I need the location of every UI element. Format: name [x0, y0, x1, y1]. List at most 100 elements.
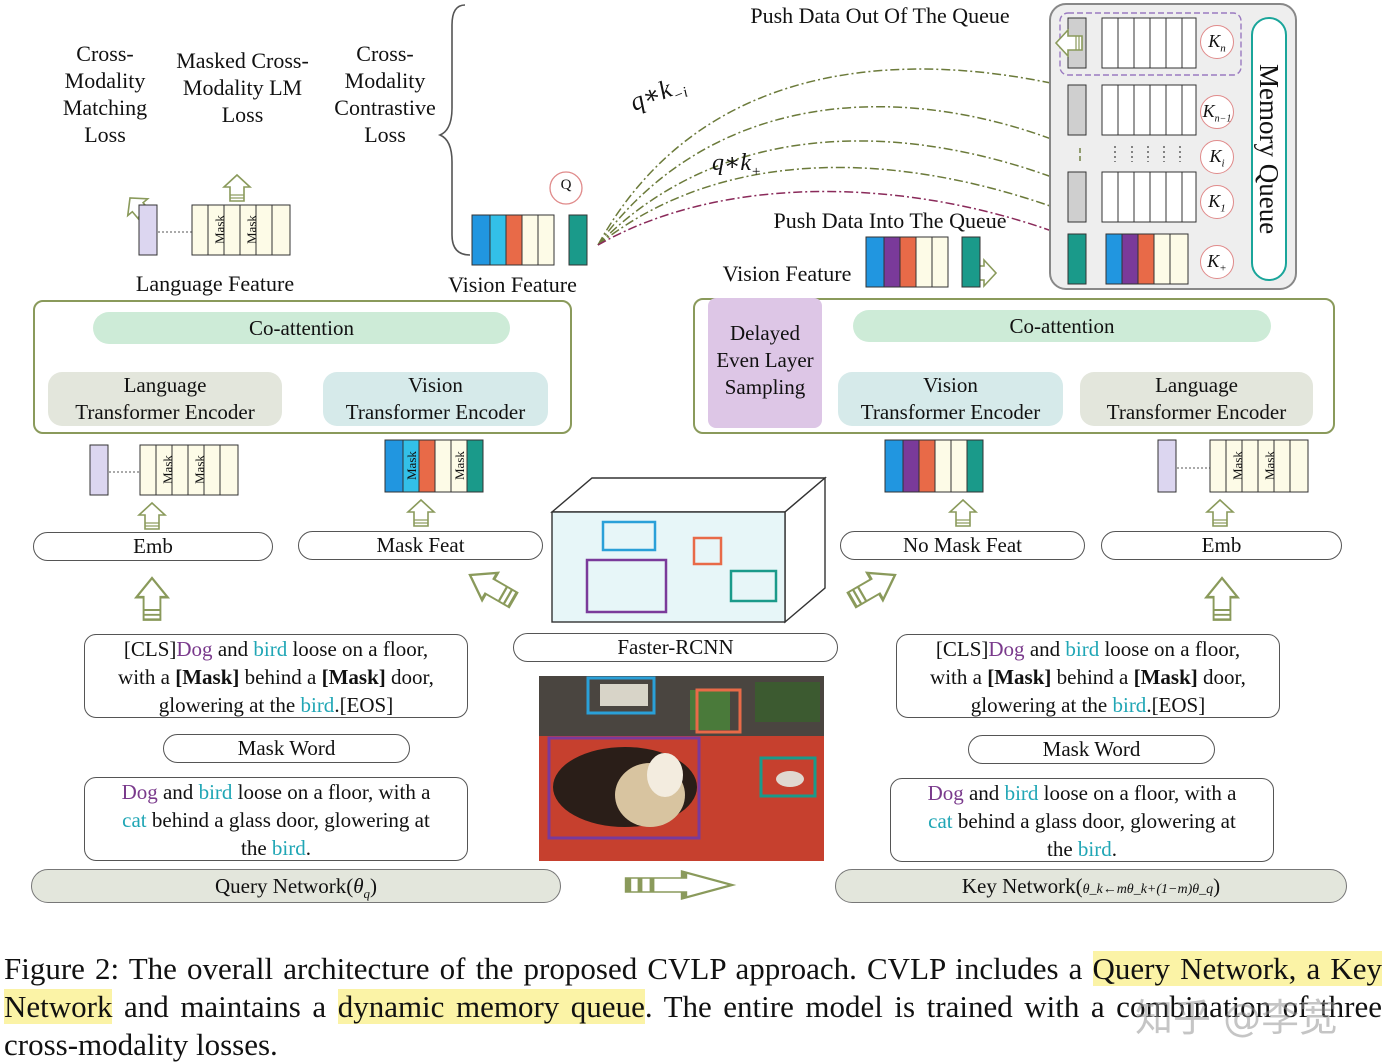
delayed-line: Sampling	[724, 375, 806, 399]
mlm-loss-line: Loss	[221, 102, 264, 127]
figure-caption: Figure 2: The overall architecture of th…	[4, 950, 1382, 1064]
sentence-line: with a [Mask] behind a [Mask] door,	[85, 663, 467, 691]
network-label: Key Network(	[961, 874, 1083, 898]
momentum-formula: θ_k←mθ_k+(1−m)θ_q	[1082, 882, 1214, 897]
vision-encoder-key: Vision Transformer Encoder	[838, 372, 1063, 426]
key-sentence: Dog and bird loose on a floor, with a ca…	[890, 778, 1274, 862]
contrastive-loss-line: Modality	[344, 68, 426, 93]
bird-word: bird	[1065, 637, 1100, 661]
key-masked-sentence: [CLS]Dog and bird loose on a floor, with…	[896, 634, 1280, 718]
vision-encoder-line: Transformer Encoder	[860, 400, 1041, 424]
vision-encoder-line: Vision	[923, 373, 978, 397]
dog-word: Dog	[927, 781, 964, 805]
queue-row-kn	[1067, 17, 1197, 69]
text-span: glowering at the	[158, 693, 301, 717]
bird-word: bird	[1112, 693, 1147, 717]
k-1-label: K1	[1200, 185, 1234, 219]
k-i-label: Ki	[1200, 140, 1234, 174]
mask-word-query: Mask Word	[163, 734, 410, 763]
delayed-sampling: Delayed Even Layer Sampling	[708, 298, 822, 428]
key-lang-tokens	[1157, 439, 1309, 493]
query-vision-tokens	[384, 439, 484, 493]
theta-symbol: θ	[353, 874, 364, 898]
query-network: Query Network(θq)	[31, 869, 561, 903]
text-span: loose on a floor, with a	[1038, 781, 1237, 805]
text-span: the	[1047, 837, 1078, 861]
co-attention-key: Co-attention	[853, 310, 1271, 342]
mask-token: Mask	[160, 455, 175, 485]
vision-encoder-query: Vision Transformer Encoder	[323, 372, 548, 426]
dog-word: Dog	[176, 637, 213, 661]
lang-encoder-line: Language	[1155, 373, 1238, 397]
queue-row-kplus	[1067, 233, 1189, 285]
caption-text: . The entire model is trained with a com…	[4, 989, 1382, 1062]
push-out-label: Push Data Out Of The Queue	[750, 3, 1010, 28]
mask-word: [Mask]	[987, 665, 1052, 689]
text-span: loose on a floor,	[1099, 637, 1241, 661]
query-masked-sentence: [CLS]Dog and bird loose on a floor, with…	[84, 634, 468, 718]
key-vision-tokens	[884, 439, 984, 493]
queue-row-k1	[1067, 171, 1197, 223]
emb-query: Emb	[33, 532, 273, 561]
faster-rcnn-label: Faster-RCNN	[513, 633, 838, 662]
memory-queue-title: Memory Queue	[1254, 64, 1284, 235]
delayed-line: Delayed	[730, 321, 800, 345]
vision-feature-label: Vision Feature	[448, 272, 577, 297]
text-span: door,	[385, 665, 434, 689]
text-span: with a	[118, 665, 176, 689]
nomaskfeat-up-arrow	[949, 499, 977, 527]
text-span: .[EOS]	[1146, 693, 1206, 717]
language-feature-query	[138, 204, 291, 256]
text-span: behind a	[239, 665, 322, 689]
vision-feature-query	[471, 214, 588, 266]
input-photo	[539, 676, 824, 861]
queue-row-ki	[1079, 146, 1181, 162]
co-attention-query: Co-attention	[93, 312, 510, 344]
sentence-line: cat behind a glass door, glowering at	[891, 807, 1273, 835]
network-end: )	[370, 874, 378, 898]
matching-loss-line: Modality	[64, 68, 146, 93]
q-label: Q	[560, 177, 572, 193]
sentence-line: with a [Mask] behind a [Mask] door,	[897, 663, 1279, 691]
text-span: and	[212, 637, 254, 661]
sentence-up-arrow-q	[135, 576, 169, 621]
dog-word: Dog	[121, 780, 158, 804]
push-in-label: Push Data Into The Queue	[773, 208, 1007, 233]
vision-encoder-line: Transformer Encoder	[345, 400, 526, 424]
mlm-loss-label: Masked Cross- Modality LM Loss	[165, 47, 320, 128]
sentence-line: Dog and bird loose on a floor, with a	[891, 779, 1273, 807]
delayed-line: Even Layer	[716, 348, 814, 372]
text-span: and	[157, 780, 199, 804]
sentence-line: Dog and bird loose on a floor, with a	[85, 778, 467, 806]
query-sentence: Dog and bird loose on a floor, with a ca…	[84, 777, 468, 861]
lang-encoder-line: Language	[123, 373, 207, 397]
sentence-line: [CLS]Dog and bird loose on a floor,	[85, 635, 467, 663]
contrastive-loss-line: Contrastive	[334, 95, 436, 120]
mask-word: [Mask]	[175, 665, 240, 689]
vision-encoder-line: Vision	[408, 373, 463, 397]
matching-loss-line: Loss	[84, 122, 126, 147]
q-k-pos-label: q∗k+	[712, 150, 762, 180]
emb-up-arrow-k	[1206, 499, 1234, 527]
bird-word: bird	[300, 693, 335, 717]
sentence-line: the bird.	[891, 835, 1273, 863]
text-span: [CLS]	[123, 637, 177, 661]
rcnn-to-maskfeat-arrow	[460, 560, 522, 615]
sentence-line: the bird.	[85, 834, 467, 862]
contrastive-loss-line: Loss	[364, 122, 406, 147]
memory-queue-title-pill	[1251, 17, 1287, 281]
cat-word: cat	[928, 809, 953, 833]
text-span: .	[1111, 837, 1117, 861]
lang-encoder-key: Language Transformer Encoder	[1080, 372, 1313, 426]
mask-token: Mask	[452, 451, 467, 481]
bird-word: bird	[271, 836, 306, 860]
k-n-1-label: Kn−1	[1200, 95, 1234, 129]
mask-token: Mask	[404, 451, 419, 481]
k-plus-label: K+	[1200, 245, 1234, 279]
caption-text: and maintains a	[112, 989, 338, 1024]
cat-word: cat	[122, 808, 147, 832]
similarity-curves	[597, 68, 1103, 246]
text-span: .	[305, 836, 311, 860]
contrastive-loss-line: Cross-	[356, 41, 414, 66]
network-label: Query Network(	[214, 874, 354, 898]
